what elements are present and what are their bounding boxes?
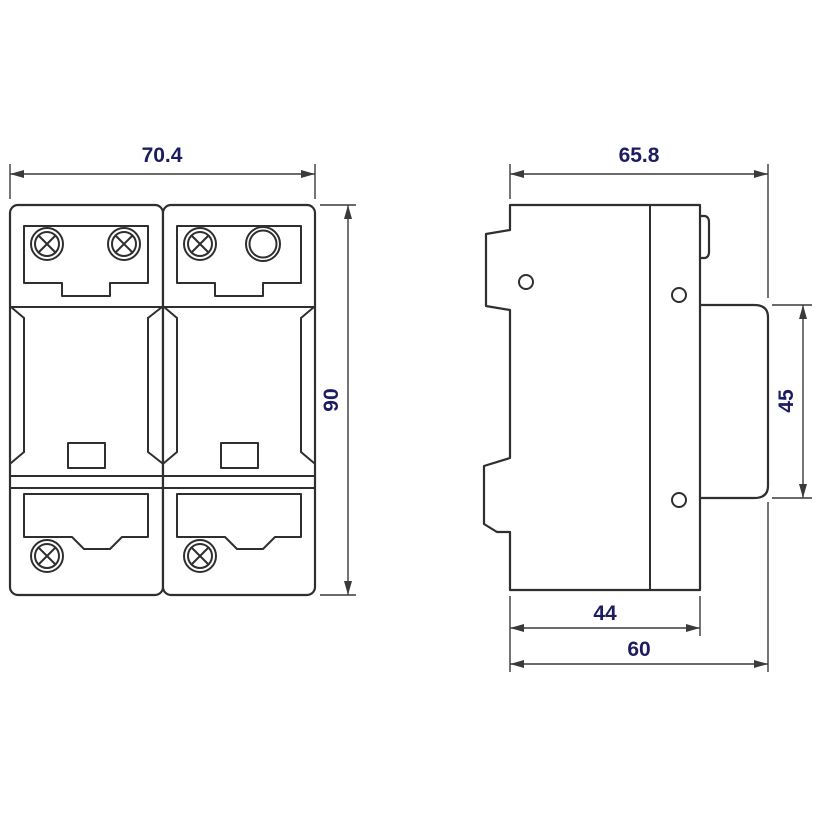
side-hole-top-right [671,287,687,303]
dimension-annotations [9,164,812,672]
dim-side-base-width [509,596,701,672]
module-1-face [10,306,163,469]
dim-label-side-total-depth: 60 [627,638,650,661]
indicator-window-m2 [245,226,281,262]
module-2-face [163,306,315,469]
front-view [8,203,317,597]
screw-head-m1-top-right [107,227,141,261]
module-2-top-terminal-plate [176,225,302,297]
side-view [482,203,770,592]
dim-label-front-width: 70.4 [142,144,183,167]
dim-side-width [509,164,769,298]
side-hole-top-left [518,274,534,290]
dim-front-width [9,164,316,199]
module-2-label-window [220,442,259,469]
dim-label-side-base-width: 44 [593,602,617,625]
dim-side-front-height [772,304,812,499]
front-module-2-outline [161,203,317,597]
module-1-label-window [67,442,106,469]
screw-head-m2-bottom [183,539,217,573]
module-1-top-terminal-plate [23,225,149,297]
dim-label-side-front-height: 45 [775,389,798,413]
side-body-outline [482,203,702,592]
screw-head-m1-top-left [30,227,64,261]
module-2-bottom-terminal-plate [176,493,302,550]
dim-label-front-height: 90 [320,388,343,411]
screw-head-m2-top-left [183,227,217,261]
dim-label-side-width: 65.8 [619,144,660,167]
dim-front-height [320,204,356,596]
module-1-bottom-terminal-plate [23,493,149,550]
side-hole-bottom-right [671,492,687,508]
dim-side-total-depth [510,502,769,672]
side-top-right-tab [698,214,711,260]
side-front-protrusion [698,303,770,500]
screw-head-m1-bottom [30,539,64,573]
